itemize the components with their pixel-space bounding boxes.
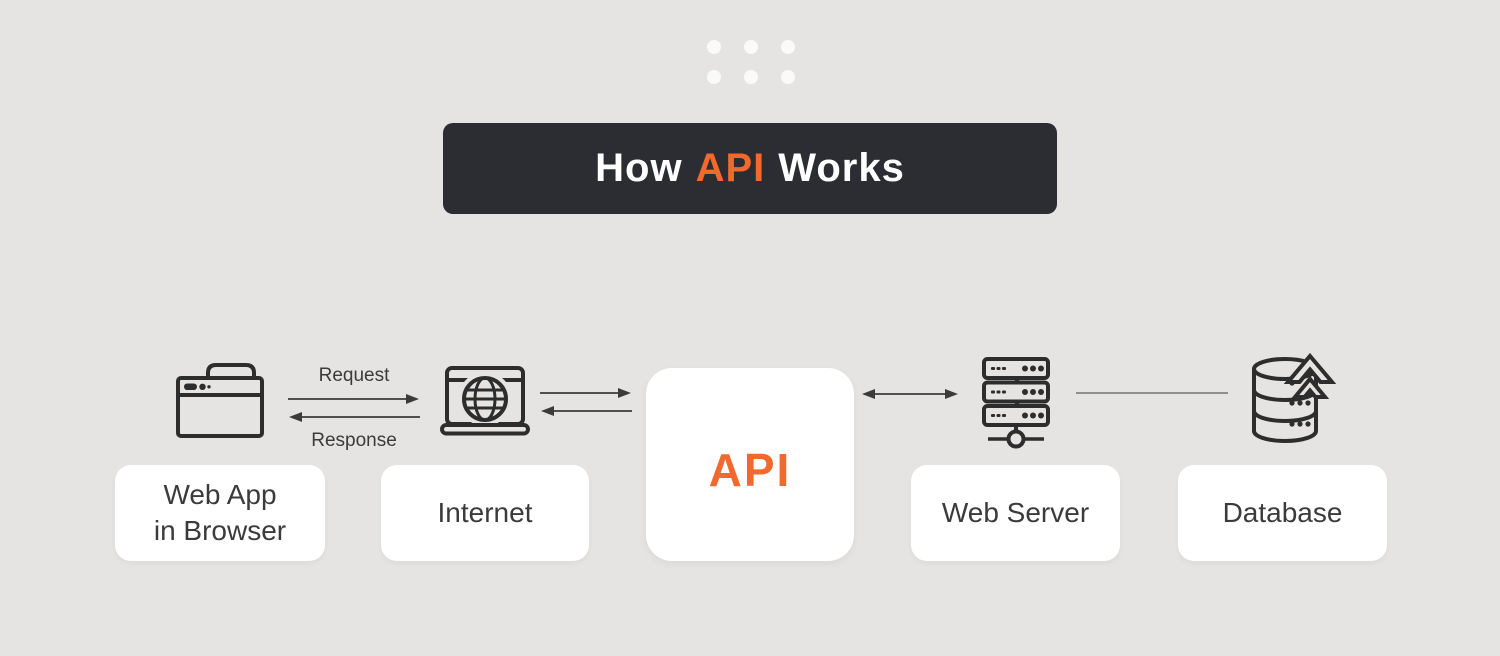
arrow-right-icon [288, 394, 419, 404]
arrow-right-icon [540, 388, 631, 398]
api-node-card: API [646, 368, 854, 561]
dot [781, 40, 795, 54]
internet-label: Internet [437, 496, 533, 528]
dot [707, 40, 721, 54]
connection-internet-api [540, 386, 632, 418]
database-label: Database [1222, 496, 1343, 528]
dot-grid-decoration [707, 40, 795, 84]
title-highlight: API [695, 146, 766, 190]
database-node-card: Database [1178, 465, 1387, 561]
connection-api-webserver [862, 387, 958, 401]
database-upload-icon [1243, 352, 1341, 448]
dot [744, 40, 758, 54]
web-app-node-card: Web App in Browser [115, 465, 325, 561]
connection-webserver-database [1076, 392, 1228, 394]
laptop-globe-icon [440, 366, 530, 436]
web-app-label-line2: in Browser [153, 515, 287, 546]
title-word-after: Works [778, 146, 905, 190]
dot [744, 70, 758, 84]
response-label: Response [311, 430, 397, 451]
request-label: Request [318, 365, 390, 386]
api-label: API [708, 443, 792, 496]
arrow-left-icon [541, 406, 632, 416]
server-rack-icon [982, 357, 1050, 449]
dot [781, 70, 795, 84]
web-server-label: Web Server [941, 496, 1090, 528]
dot [707, 70, 721, 84]
double-arrow-icon [862, 389, 958, 399]
internet-node-card: Internet [381, 465, 589, 561]
title-word-before: How [595, 146, 683, 190]
browser-window-icon [176, 358, 264, 440]
web-app-label-line1: Web App [163, 478, 277, 510]
web-server-node-card: Web Server [911, 465, 1120, 561]
connection-webapp-internet: Request Response [288, 366, 420, 450]
title-bar: How API Works [443, 123, 1057, 214]
arrow-left-icon [289, 412, 420, 422]
